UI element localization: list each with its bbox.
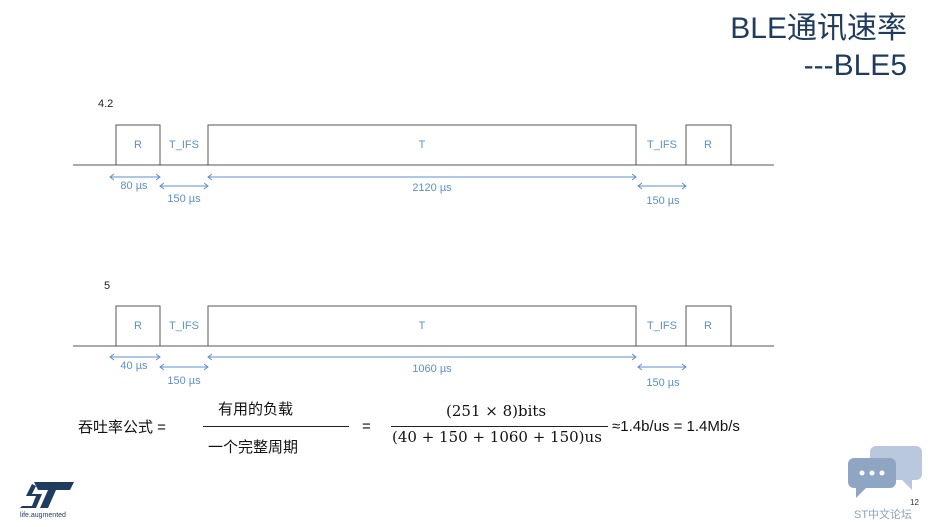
formula-den-expr: (40 + 150 + 1060 + 150)us [392, 428, 602, 446]
formula-lhs: 吞吐率公式 = [78, 419, 166, 436]
measure-r: 40 µs [120, 360, 148, 372]
chat-bubbles-icon [848, 446, 922, 498]
throughput-formula: 吞吐率公式 = 有用的负载 一个完整周期 = (251 × 8)bits (40… [0, 398, 931, 458]
timing-diagram-42: R T_IFS T T_IFS R 80 µs 150 µs 2120 µs 1… [73, 124, 774, 207]
ifs-label-right: T_IFS [647, 320, 677, 332]
version-label-5: 5 [104, 280, 111, 292]
measure-t: 2120 µs [412, 182, 452, 194]
r-label-left: R [134, 139, 142, 151]
measure-ifs-right: 150 µs [646, 195, 680, 207]
logo-caption: life.augmented [20, 512, 66, 519]
formula-result: ≈1.4b/us = 1.4Mb/s [612, 418, 740, 435]
measure-ifs-left: 150 µs [167, 375, 201, 387]
r-label-right: R [704, 139, 712, 151]
page-number: 12 [910, 498, 919, 507]
t-box [207, 305, 637, 347]
ifs-label-left: T_IFS [169, 320, 199, 332]
ifs-label-right: T_IFS [647, 139, 677, 151]
t-label: T [419, 320, 426, 332]
r-box-left [115, 124, 161, 166]
t-label: T [419, 139, 426, 151]
r-box-left [115, 305, 161, 347]
measure-r: 80 µs [120, 180, 148, 192]
version-label-42: 4.2 [98, 98, 114, 110]
fraction-line [391, 426, 608, 427]
measure-ifs-right: 150 µs [646, 377, 680, 389]
timing-diagram-5: R T_IFS T T_IFS R 40 µs 150 µs 1060 µs 1… [73, 305, 774, 389]
measure-ifs-left: 150 µs [167, 193, 201, 205]
slide-title: BLE通讯速率 ---BLE5 [730, 10, 907, 84]
t-box [207, 124, 637, 166]
title-line-2: ---BLE5 [803, 49, 907, 82]
forum-label: ST中文论坛 [854, 509, 913, 521]
title-line-1: BLE通讯速率 [730, 12, 907, 45]
st-logo [20, 482, 74, 508]
measure-t: 1060 µs [412, 363, 452, 375]
formula-denominator: 一个完整周期 [208, 439, 299, 456]
r-box-right [685, 124, 732, 166]
formula-numerator: 有用的负载 [218, 401, 294, 418]
formula-num-expr: (251 × 8)bits [446, 402, 547, 420]
r-label-right: R [704, 320, 712, 332]
ifs-label-left: T_IFS [169, 139, 199, 151]
formula-equals: = [362, 418, 371, 435]
fraction-line [203, 426, 349, 427]
r-label-left: R [134, 320, 142, 332]
r-box-right [685, 305, 732, 347]
